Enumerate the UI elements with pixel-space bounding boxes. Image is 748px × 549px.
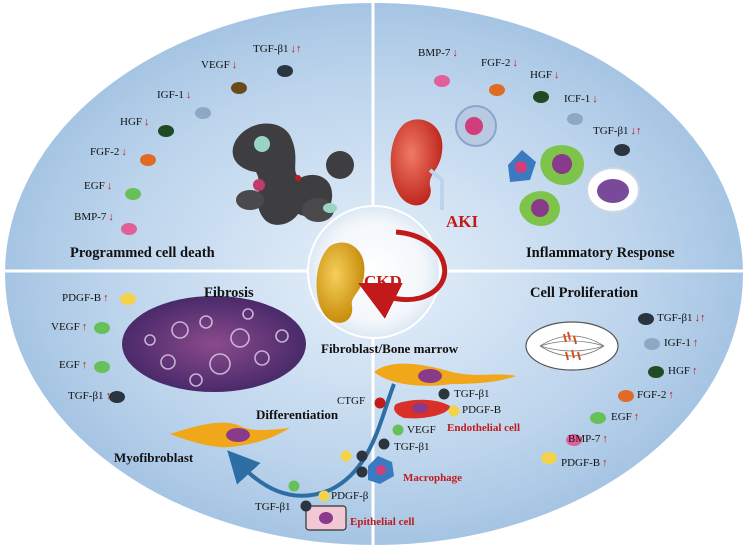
label-differentiation: Differentiation: [256, 407, 339, 422]
cp-factor-igf: IGF-1↑: [664, 337, 699, 349]
cp-factor-fgf: FGF-2↑: [637, 389, 674, 401]
title-inflammatory-response: Inflammatory Response: [526, 245, 675, 261]
fib-factor-vegf: VEGF↑: [51, 321, 88, 333]
dot-pdgf-cp: [541, 452, 557, 464]
path-factor-tgf-top: TGF-β1: [454, 388, 490, 400]
dot-fgf-ir: [489, 84, 505, 96]
dot-egf-cp: [590, 412, 606, 424]
pcd-factor-bmp: BMP-7↓: [74, 211, 114, 223]
pcd-factor-egf: EGF↓: [84, 180, 113, 192]
path-factor-tgf-bottom: TGF-β1: [255, 501, 291, 513]
dot-tgf-path-bottom: [300, 500, 312, 512]
pcd-factor-tgf: TGF-β1↓↑: [253, 43, 302, 55]
dot-egf-fib: [94, 361, 110, 373]
dot-tgf-path-mid: [378, 438, 390, 450]
ir-factor-hgf: HGF↓: [530, 69, 560, 81]
endothelial-cell: [394, 399, 450, 419]
path-factor-ctgf: CTGF: [337, 395, 366, 407]
dot-vegf-fib: [94, 322, 110, 334]
cp-factor-hgf: HGF↑: [668, 365, 698, 377]
dot-tgf-fib: [109, 391, 125, 403]
dot-hgf-cp: [648, 366, 664, 378]
ir-factor-icf: ICF-1↓: [564, 93, 598, 105]
macrophage-cell: [368, 456, 394, 484]
title-programmed-cell-death: Programmed cell death: [70, 245, 215, 261]
label-myofibroblast: Myofibroblast: [114, 450, 194, 465]
dot-tgf-path-top: [438, 388, 450, 400]
cp-factor-bmp: BMP-7↑: [568, 433, 608, 445]
dot-igf-cp: [644, 338, 660, 350]
pcd-factor-fgf: FGF-2↓: [90, 146, 127, 158]
label-ckd: CKD: [364, 272, 402, 291]
ir-factor-bmp: BMP-7↓: [418, 47, 458, 59]
ir-factor-tgf: TGF-β1↓↑: [593, 125, 642, 137]
epithelial-nucleus: [319, 512, 333, 524]
aki-ckd-cycle-arrow: [358, 229, 448, 319]
dot-tgf-cp: [638, 313, 654, 325]
dot-ctgf-path: [374, 397, 386, 409]
pcd-factor-vegf: VEGF↓: [201, 59, 238, 71]
dot-egf-pcd: [125, 188, 141, 200]
ir-factor-fgf: FGF-2↓: [481, 57, 518, 69]
pcd-factor-hgf: HGF↓: [120, 116, 150, 128]
dot-path-left-1: [356, 450, 368, 462]
path-factor-pdgf-beta: PDGF-β: [331, 490, 369, 502]
path-factor-pdgf-top: PDGF-B: [462, 404, 502, 416]
dot-bmp-cp: [566, 434, 582, 446]
dot-vegf-pcd: [231, 82, 247, 94]
fibroblast-cell: [374, 363, 516, 386]
inflammatory-cells-illustration: [455, 105, 640, 226]
dot-pdgf-beta-path: [318, 490, 330, 502]
mitosis-cell-illustration: [525, 321, 619, 371]
fibrosis-texture: [144, 308, 289, 387]
label-fibroblast: Fibroblast/Bone marrow: [321, 341, 459, 356]
label-epithelial-cell: Epithelial cell: [350, 516, 415, 528]
title-fibrosis: Fibrosis: [204, 285, 254, 301]
dot-icf-ir: [567, 113, 583, 125]
dot-path-left-2: [340, 450, 352, 462]
dot-fgf-pcd: [140, 154, 156, 166]
dot-bmp-pcd: [121, 223, 137, 235]
fib-factor-pdgf: PDGF-B↑: [62, 292, 109, 304]
path-factor-tgf-mid: TGF-β1: [394, 441, 430, 453]
label-endothelial-cell: Endothelial cell: [447, 422, 521, 434]
dot-fgf-cp: [618, 390, 634, 402]
pcd-factor-igf: IGF-1↓: [157, 89, 192, 101]
apoptotic-cell-illustration: [232, 123, 354, 225]
dot-hgf-pcd: [158, 125, 174, 137]
cp-factor-pdgf: PDGF-B↑: [561, 457, 608, 469]
myofibroblast-cell: [170, 422, 290, 448]
fib-factor-egf: EGF↑: [59, 359, 88, 371]
fib-factor-tgf: TGF-β1↑: [68, 390, 112, 402]
dot-igf-pcd: [195, 107, 211, 119]
dot-tgf-pcd: [277, 65, 293, 77]
cp-factor-tgf: TGF-β1↓↑: [657, 312, 706, 324]
title-cell-proliferation: Cell Proliferation: [530, 285, 639, 301]
dot-path-left-3: [356, 466, 368, 478]
dot-hgf-ir: [533, 91, 549, 103]
cp-factor-egf: EGF↑: [611, 411, 640, 423]
dot-path-left-4: [288, 480, 300, 492]
dot-bmp-ir: [434, 75, 450, 87]
fibroblast-to-myofibroblast-arrow: [227, 383, 396, 498]
dot-tgf-ir: [614, 144, 630, 156]
ckd-kidney-icon: [316, 242, 365, 323]
label-aki: AKI: [446, 212, 479, 231]
dot-pdgf-fib: [120, 293, 136, 305]
dot-pdgf-path-top: [448, 405, 460, 417]
dot-vegf-path: [392, 424, 404, 436]
fibrosis-histology-image: [122, 296, 306, 392]
aki-kidney-icon: [390, 119, 444, 210]
path-factor-vegf: VEGF: [407, 424, 436, 436]
label-macrophage: Macrophage: [403, 472, 463, 484]
